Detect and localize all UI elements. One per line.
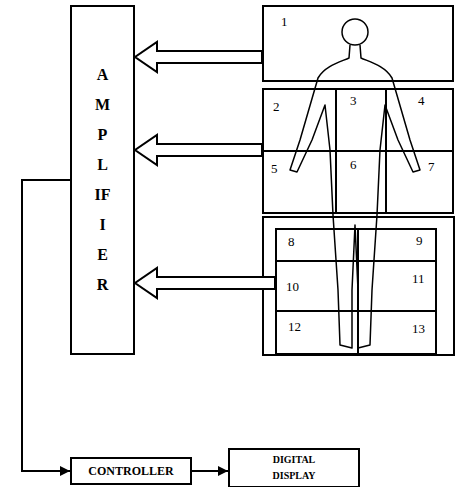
body-region: 1 — [262, 5, 454, 82]
body-region: 10 — [275, 260, 359, 312]
callout-number: 4 — [417, 94, 426, 108]
lower-body-panel — [263, 217, 454, 355]
body-region: 13 — [357, 310, 437, 355]
callout-number: 5 — [270, 162, 279, 176]
signal-arrow — [135, 42, 262, 72]
body-region: 5 — [262, 150, 337, 214]
signal-arrow — [135, 135, 262, 165]
signal-arrow — [135, 268, 275, 298]
block-label: AMPLIFIER — [95, 60, 111, 300]
callout-number: 2 — [272, 100, 281, 114]
body-region: 7 — [385, 150, 454, 214]
signal-wire — [192, 470, 228, 472]
amplifier-box: AMPLIFIER — [70, 5, 135, 355]
body-region: 6 — [335, 150, 387, 214]
callout-number: 11 — [411, 272, 426, 286]
display-box: DIGITAL DISPLAY — [228, 448, 360, 487]
callout-number: 6 — [349, 158, 358, 172]
body-region: 9 — [357, 228, 437, 262]
callout-number: 7 — [427, 160, 436, 174]
body-region: 2 — [262, 88, 337, 152]
callout-number: 10 — [285, 280, 300, 294]
signal-wire — [22, 180, 70, 471]
body-region: 8 — [275, 228, 359, 262]
body-region: 11 — [357, 260, 437, 312]
figure-head — [342, 19, 368, 45]
figure-outline — [290, 45, 420, 348]
body-region: 4 — [385, 88, 454, 152]
callout-number: 13 — [411, 322, 426, 336]
callout-number: 9 — [415, 234, 424, 248]
callout-number: 3 — [349, 94, 358, 108]
controller-box: CONTROLLER — [70, 457, 192, 485]
callout-number: 12 — [287, 320, 302, 334]
callout-number: 1 — [280, 15, 289, 29]
box-label: CONTROLLER — [88, 464, 173, 478]
callout-number: 8 — [287, 235, 296, 249]
body-region: 3 — [335, 88, 387, 152]
box-label: DIGITAL DISPLAY — [273, 452, 316, 484]
body-region: 12 — [275, 310, 359, 355]
